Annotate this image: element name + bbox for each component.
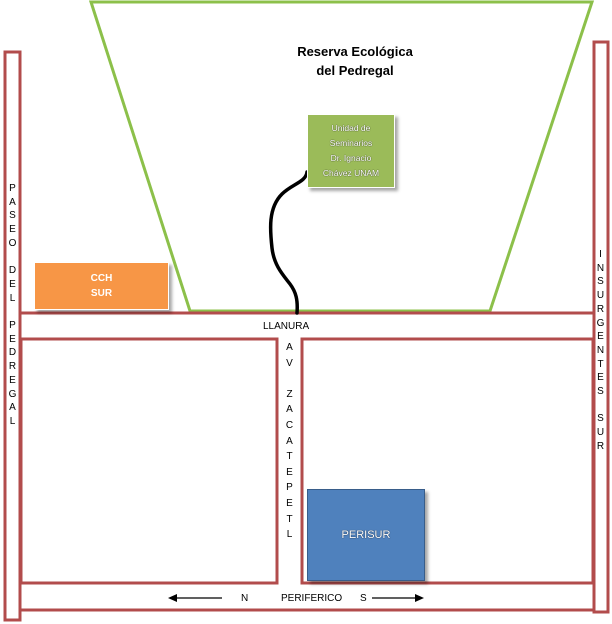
paseo-letter: L xyxy=(9,415,17,427)
zacatepetl-letter: Z xyxy=(286,388,294,400)
zacatepetl-letter: C xyxy=(285,419,295,431)
reserve-title: Reserva Ecológica del Pedregal xyxy=(270,42,440,80)
perisur-box[interactable]: PERISUR xyxy=(307,489,425,581)
block-right xyxy=(300,337,595,585)
seminar-line3: Dr. Ignacio xyxy=(330,153,372,163)
insurgentes-letter: E xyxy=(597,331,605,343)
paseo-letter: L xyxy=(9,292,17,304)
insurgentes-letter: R xyxy=(596,303,606,315)
insurgentes-sur-road xyxy=(592,40,610,614)
paseo-letter xyxy=(6,305,20,319)
block-left xyxy=(19,337,279,585)
paseo-letter: A xyxy=(9,402,17,414)
paseo-letter: P xyxy=(9,183,17,194)
zacatepetl-letter: E xyxy=(286,497,294,509)
paseo-letter: S xyxy=(9,210,17,222)
paseo-letter: E xyxy=(9,374,17,386)
cch-line2: SUR xyxy=(90,288,113,299)
seminar-line4: Chávez UNAM xyxy=(322,168,380,178)
insurgentes-letter: N xyxy=(596,344,606,356)
insurgentes-letter: U xyxy=(596,427,606,439)
seminar-unit-box[interactable]: Unidad de Seminarios Dr. Ignacio Chávez … xyxy=(307,114,395,188)
zacatepetl-letter: A xyxy=(286,435,294,447)
paseo-letter: O xyxy=(8,237,18,249)
paseo-letter: E xyxy=(9,278,17,290)
cch-line1: CCH xyxy=(90,273,113,284)
paseo-letter: A xyxy=(9,196,17,208)
zacatepetl-letter: P xyxy=(286,482,294,494)
insurgentes-letter: U xyxy=(596,290,606,302)
reserve-title-line2: del Pedregal xyxy=(316,63,394,78)
insurgentes-letter: N xyxy=(596,262,606,274)
reserve-title-line1: Reserva Ecológica xyxy=(297,44,413,59)
paseo-del-pedregal-road xyxy=(3,50,22,622)
paseo-letter: G xyxy=(8,388,18,400)
cch-sur-box[interactable]: CCH SUR xyxy=(34,262,169,310)
insurgentes-letter: T xyxy=(597,358,605,370)
seminar-line1: Unidad de xyxy=(331,123,371,133)
llanura-label: LLANURA xyxy=(263,321,310,332)
paseo-letter: P xyxy=(9,320,17,332)
arrow-left-icon xyxy=(168,594,222,602)
insurgentes-letter: S xyxy=(597,386,605,398)
paseo-letter: D xyxy=(8,347,18,359)
access-path xyxy=(268,170,309,315)
insurgentes-letter xyxy=(594,399,608,413)
insurgentes-letter: E xyxy=(597,372,605,384)
zacatepetl-letter: A xyxy=(286,404,294,416)
zacatepetl-letter: E xyxy=(286,466,294,478)
insurgentes-letter: I xyxy=(599,249,603,260)
zacatepetl-letter: T xyxy=(286,451,294,463)
insurgentes-letter: G xyxy=(596,317,606,329)
zacatepetl-letter xyxy=(283,371,297,387)
periferico-label: PERIFERICO xyxy=(281,593,343,604)
paseo-letter xyxy=(6,251,20,265)
insurgentes-letter: S xyxy=(597,276,605,288)
zacatepetl-letter: V xyxy=(286,357,294,369)
arrow-right-icon xyxy=(372,594,424,602)
paseo-letter: D xyxy=(8,265,18,277)
paseo-letter: E xyxy=(9,333,17,345)
south-label: S xyxy=(360,593,367,604)
perisur-label: PERISUR xyxy=(341,529,391,541)
north-label: N xyxy=(241,593,249,604)
zacatepetl-letter: T xyxy=(286,513,294,525)
insurgentes-letter: R xyxy=(596,440,606,452)
insurgentes-letter: S xyxy=(597,413,605,425)
paseo-letter: R xyxy=(8,361,18,373)
paseo-letter: E xyxy=(9,224,17,236)
zacatepetl-letter: A xyxy=(286,342,294,353)
seminar-line2: Seminarios xyxy=(329,138,373,148)
zacatepetl-letter: L xyxy=(286,529,294,541)
